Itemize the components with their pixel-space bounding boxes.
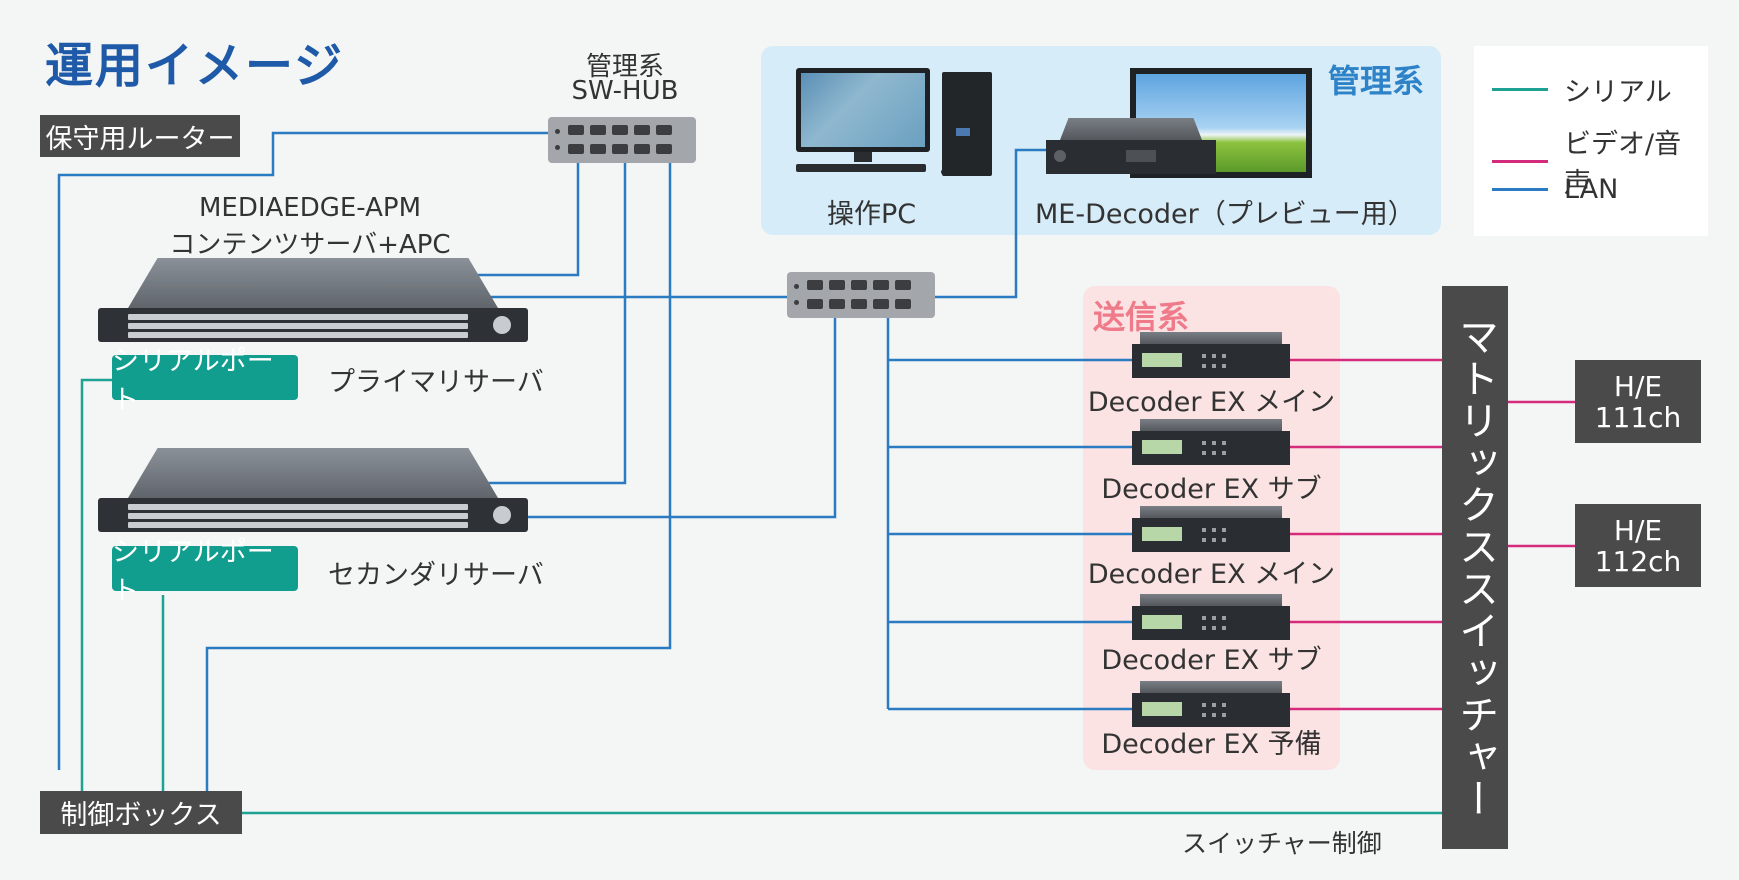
secondary-server: [98, 448, 528, 548]
lan-line-router-hub: [57, 131, 548, 770]
output-he-111ch: H/E 111ch: [1575, 360, 1701, 443]
mgmt-hub-label-line2: SW-HUB: [571, 76, 679, 106]
output-label-line1: H/E: [1613, 513, 1663, 547]
legend: シリアル ビデオ/音声 LAN: [1474, 46, 1708, 236]
decoder-ex-label: Decoder EX サブ: [1101, 645, 1322, 676]
page-title: 運用イメージ: [45, 38, 345, 94]
serial-line-primary: [80, 378, 112, 795]
output-label-line2: 112ch: [1594, 544, 1682, 578]
lan-line-hub-controlbox: [205, 160, 672, 795]
me-decoder-label: ME-Decoder（プレビュー用）: [1035, 199, 1415, 230]
primary-serial-port: シリアルポート: [112, 346, 298, 416]
primary-server: [98, 258, 528, 358]
legend-item-serial: シリアル: [1474, 70, 1672, 109]
decoder-ex-label: Decoder EX 予備: [1101, 729, 1322, 760]
mgmt-hub-label-line1: 管理系: [585, 52, 664, 82]
legend-label: シリアル: [1564, 77, 1672, 108]
output-label-line1: H/E: [1613, 369, 1663, 403]
output-he-112ch: H/E 112ch: [1575, 504, 1701, 587]
legend-label: ビデオ/音声: [1563, 129, 1682, 199]
switcher-control-label: スイッチャー制御: [1182, 829, 1382, 858]
lan-line-hub-secondary: [460, 160, 627, 485]
decoder-ex-device: [1132, 506, 1290, 556]
operation-pc-label: 操作PC: [827, 199, 917, 230]
control-box: 制御ボックス: [40, 791, 242, 834]
decoder-ex-label: Decoder EX メイン: [1087, 559, 1336, 590]
secondary-serial-port: シリアルポート: [112, 537, 298, 607]
decoder-ex-device: [1132, 419, 1290, 469]
secondary-server-label: セカンダリサーバ: [328, 560, 544, 591]
decoder-ex-device: [1132, 594, 1290, 644]
transmission-panel-title: 送信系: [1093, 298, 1190, 336]
matrix-switcher: マトリックススイッチャー: [1442, 286, 1508, 849]
lan-line-hub-primary: [445, 160, 580, 277]
preview-display: [1130, 68, 1312, 178]
decoder-ex-device: [1132, 332, 1290, 382]
server-group-label-line1: MEDIAEDGE-APM: [198, 193, 422, 223]
legend-label: LAN: [1564, 174, 1619, 205]
me-decoder-device: [1046, 118, 1216, 180]
decoder-ex-label: Decoder EX メイン: [1087, 387, 1336, 418]
decoder-ex-device: [1132, 681, 1290, 731]
lan-line-switch-medecoder: [934, 148, 1046, 299]
server-group-label-line2: コンテンツサーバ+APC: [169, 230, 451, 260]
legend-item-video: ビデオ/音声: [1474, 122, 1708, 200]
maintenance-router: 保守用ルーター: [40, 115, 240, 157]
lan-line-secondary-switch: [480, 316, 837, 519]
primary-server-label: プライマリサーバ: [328, 367, 544, 398]
output-label-line2: 111ch: [1594, 400, 1682, 434]
legend-item-lan: LAN: [1474, 174, 1618, 205]
management-panel-title: 管理系: [1328, 62, 1425, 100]
decoder-ex-label: Decoder EX サブ: [1101, 474, 1322, 505]
operation-pc: [796, 68, 996, 186]
mgmt-sw-hub: [548, 117, 696, 163]
lan-switch: [787, 272, 935, 318]
